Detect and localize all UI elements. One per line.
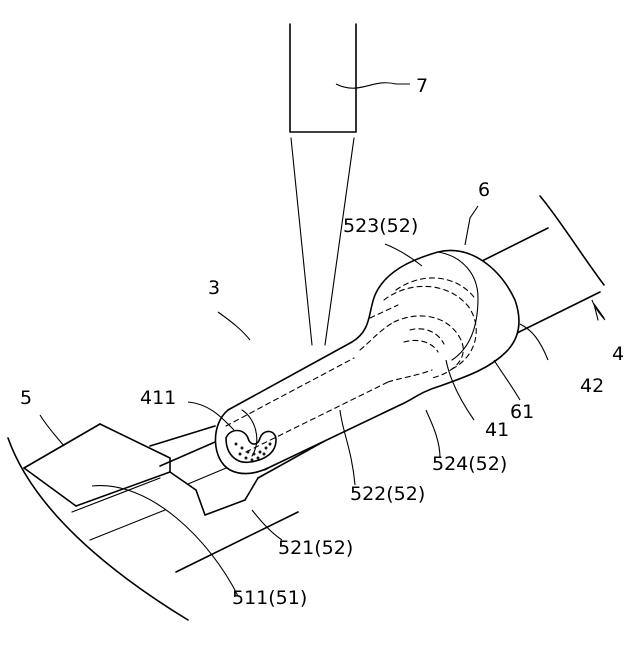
label-part-524: 524(52) [432, 453, 507, 475]
laser-beam-right [325, 138, 354, 345]
label-covering: 6 [478, 179, 490, 201]
label-conductor: 41 [485, 419, 509, 441]
labels: 7 6 523(52) 3 4 42 61 5 411 41 524(52) 5… [20, 75, 624, 609]
label-part-521: 521(52) [278, 537, 353, 559]
label-laser: 7 [416, 75, 428, 97]
laser-beam-left [291, 138, 312, 345]
label-assembly: 3 [208, 277, 220, 299]
label-insulation: 42 [580, 375, 604, 397]
label-terminal: 5 [20, 387, 32, 409]
label-part-523: 523(52) [343, 215, 418, 237]
leader-lines [40, 83, 605, 596]
label-tube-part: 61 [510, 401, 534, 423]
label-part-522: 522(52) [350, 483, 425, 505]
label-wire-end: 411 [140, 387, 176, 409]
label-pad: 511(51) [232, 587, 307, 609]
laser-head [290, 24, 356, 345]
weld-body [215, 250, 518, 473]
label-cable: 4 [612, 343, 624, 365]
